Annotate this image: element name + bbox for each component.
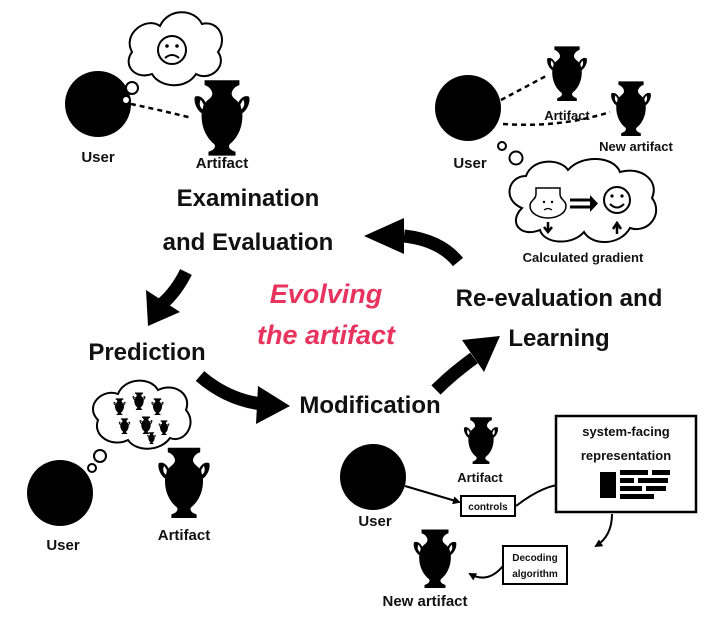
user-label: User	[46, 537, 80, 554]
cloud-caption: Calculated gradient	[523, 250, 644, 265]
stage-examination-line1: Examination	[177, 185, 320, 212]
new-artifact-label: New artifact	[599, 139, 673, 154]
arrow-decoding-to-new-artifact	[468, 565, 504, 581]
user-label: User	[453, 155, 487, 172]
stage-reevaluation-line1: Re-evaluation and	[456, 285, 663, 312]
user-label: User	[81, 149, 115, 166]
cycle: Examination and Evaluation Prediction Mo…	[88, 185, 662, 424]
representation-box: system-facing representation	[554, 414, 698, 514]
panel-reevaluation: User Artifact New artifact	[435, 46, 674, 265]
new-artifact-vase-icon	[413, 529, 457, 588]
panel-modification: User Artifact controls system-facing rep…	[340, 414, 698, 610]
arrow-reevaluation-to-examination	[364, 218, 464, 267]
artifact-vase-icon	[463, 417, 499, 464]
arrow-user-to-controls	[404, 485, 461, 505]
decoding-label-line2: algorithm	[512, 569, 558, 580]
artifact-vase-icon	[194, 80, 250, 156]
artifact-label: Artifact	[196, 155, 249, 172]
thought-cloud	[87, 379, 192, 473]
user-avatar	[435, 75, 501, 141]
new-artifact-vase-icon	[611, 81, 651, 136]
dashed-connector	[130, 102, 193, 120]
stage-prediction: Prediction	[88, 339, 205, 366]
stage-reevaluation-line2: Learning	[508, 325, 609, 352]
double-arrow-icon	[570, 195, 598, 212]
down-arrow-icon	[543, 222, 553, 235]
decoding-label-line1: Decoding	[512, 553, 558, 564]
new-artifact-label: New artifact	[382, 593, 467, 610]
artifact-label: Artifact	[457, 470, 503, 485]
user-avatar	[27, 460, 93, 526]
representation-label-line2: representation	[581, 448, 671, 463]
frowning-face-icon	[157, 35, 187, 65]
user-avatar	[340, 444, 406, 510]
controls-box	[460, 495, 516, 517]
arrow-modification-to-reevaluation	[431, 336, 500, 395]
dashed-connector-new-artifact	[502, 110, 611, 127]
user-label: User	[358, 513, 392, 530]
panel-examination: User Artifact	[65, 11, 250, 172]
center-title-line2: the artifact	[257, 320, 396, 350]
smiling-face-icon	[603, 186, 631, 214]
stage-modification: Modification	[299, 392, 440, 419]
artifact-vase-icon	[547, 46, 587, 101]
representation-label-line1: system-facing	[582, 424, 669, 439]
thought-cloud	[121, 11, 223, 105]
representation-bars-icon	[600, 470, 670, 499]
up-arrow-icon	[611, 220, 623, 234]
panel-prediction: User Artifact	[27, 379, 211, 554]
decoding-box	[502, 545, 568, 585]
artifact-label: Artifact	[158, 527, 211, 544]
arrow-examination-to-prediction	[146, 269, 192, 326]
user-avatar	[65, 71, 131, 137]
arrow-representation-to-decoding	[594, 513, 613, 548]
gradient-frown-icon	[529, 187, 567, 219]
center-title-line1: Evolving	[270, 279, 383, 309]
stage-examination-line2: and Evaluation	[163, 229, 334, 256]
artifact-vase-icon	[158, 447, 210, 518]
arrow-prediction-to-modification	[195, 370, 290, 424]
thought-cloud	[497, 141, 658, 244]
dashed-connector-artifact	[500, 74, 547, 102]
controls-label: controls	[468, 502, 508, 513]
